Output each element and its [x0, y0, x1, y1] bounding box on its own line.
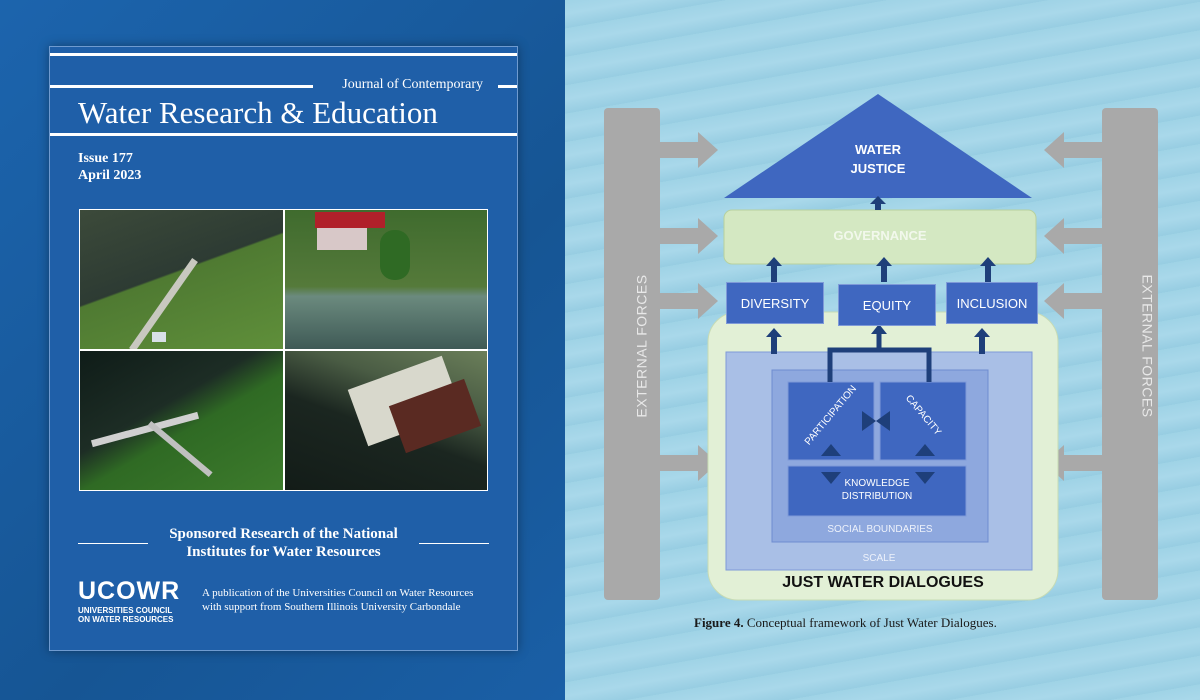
aerial-photo-building: [284, 210, 487, 349]
sponsor-line-1: Sponsored Research of the National: [169, 526, 398, 542]
external-forces-bar-right: [1102, 108, 1158, 600]
figure-number: Figure 4.: [694, 615, 744, 630]
logo-sub-2: ON WATER RESOURCES: [78, 615, 174, 624]
aerial-photo-path: [80, 351, 283, 490]
top-rule: [50, 53, 517, 56]
sponsor-rule-left: [78, 543, 148, 544]
figure-caption-text: Conceptual framework of Just Water Dialo…: [743, 615, 997, 630]
external-arrows-left: [660, 132, 718, 481]
diagram-arrows: [660, 94, 1102, 601]
publication-line-2: with support from Southern Illinois Univ…: [202, 601, 461, 613]
subtitle-rule: [50, 85, 313, 88]
ucowr-logo: UCOWR UNIVERSITIES COUNCIL ON WATER RESO…: [78, 577, 180, 624]
water-justice-line-1: WATER: [855, 142, 901, 157]
aerial-photo-pier: [80, 210, 283, 349]
issue-date: April 2023: [78, 168, 142, 183]
scale-label: SCALE: [862, 553, 896, 564]
knowledge-line-1: KNOWLEDGE: [844, 478, 910, 489]
knowledge-line-2: DISTRIBUTION: [841, 491, 913, 502]
sponsor-line-2: Institutes for Water Resources: [186, 544, 381, 560]
water-justice-label: WATER JUSTICE: [824, 140, 932, 178]
sponsor-text: Sponsored Research of the National Insti…: [50, 525, 517, 561]
just-water-dialogues-label: JUST WATER DIALOGUES: [782, 574, 984, 591]
external-forces-bar-left: [604, 108, 660, 600]
inclusion-box: INCLUSION: [946, 282, 1038, 324]
knowledge-distribution-label: KNOWLEDGE DISTRIBUTION: [788, 477, 966, 503]
social-boundaries-label: SOCIAL BOUNDARIES: [827, 524, 933, 535]
journal-title: Water Research & Education: [78, 95, 438, 130]
aerial-photo-grid: [79, 209, 488, 491]
publication-note: A publication of the Universities Counci…: [202, 586, 473, 614]
conceptual-framework-diagram: EXTERNAL FORCES EXTERNAL FORCES: [598, 92, 1170, 608]
diversity-box: DIVERSITY: [726, 282, 824, 324]
logo-sub-1: UNIVERSITIES COUNCIL: [78, 606, 173, 615]
equity-box: EQUITY: [838, 284, 936, 326]
governance-label: GOVERNANCE: [833, 228, 927, 243]
title-rule: [50, 133, 517, 136]
subtitle-rule-right: [498, 85, 517, 88]
figure-caption: Figure 4. Conceptual framework of Just W…: [694, 615, 997, 631]
sponsor-rule-right: [419, 543, 489, 544]
issue-info: Issue 177 April 2023: [78, 150, 141, 184]
aerial-photo-house: [284, 351, 487, 490]
issue-number: Issue 177: [78, 151, 133, 166]
flow-arrows: [766, 196, 996, 484]
water-justice-line-2: JUSTICE: [850, 161, 906, 176]
journal-subtitle: Journal of Contemporary: [342, 77, 483, 92]
journal-cover: Journal of Contemporary Water Research &…: [49, 46, 518, 651]
publication-line-1: A publication of the Universities Counci…: [202, 587, 474, 599]
logo-wordmark: UCOWR: [78, 577, 181, 605]
